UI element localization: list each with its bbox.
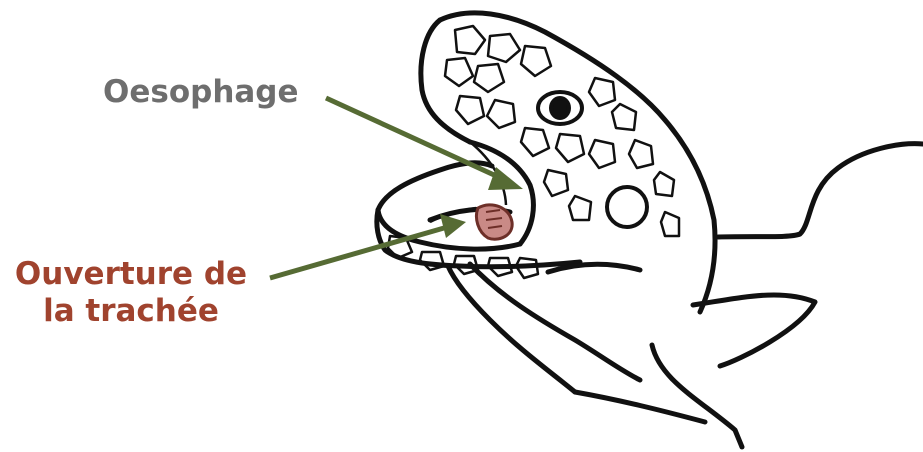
trachea-label-line-1: Ouverture de: [2, 256, 260, 293]
trachea-opening-label: Ouverture de la trachée: [2, 256, 260, 330]
eye: [538, 92, 582, 124]
scales: [388, 26, 679, 278]
trachea-opening: [476, 205, 512, 239]
trachea-label-line-2: la trachée: [2, 293, 260, 330]
oesophage-label: Oesophage: [103, 74, 299, 111]
ear-opening: [607, 187, 647, 227]
